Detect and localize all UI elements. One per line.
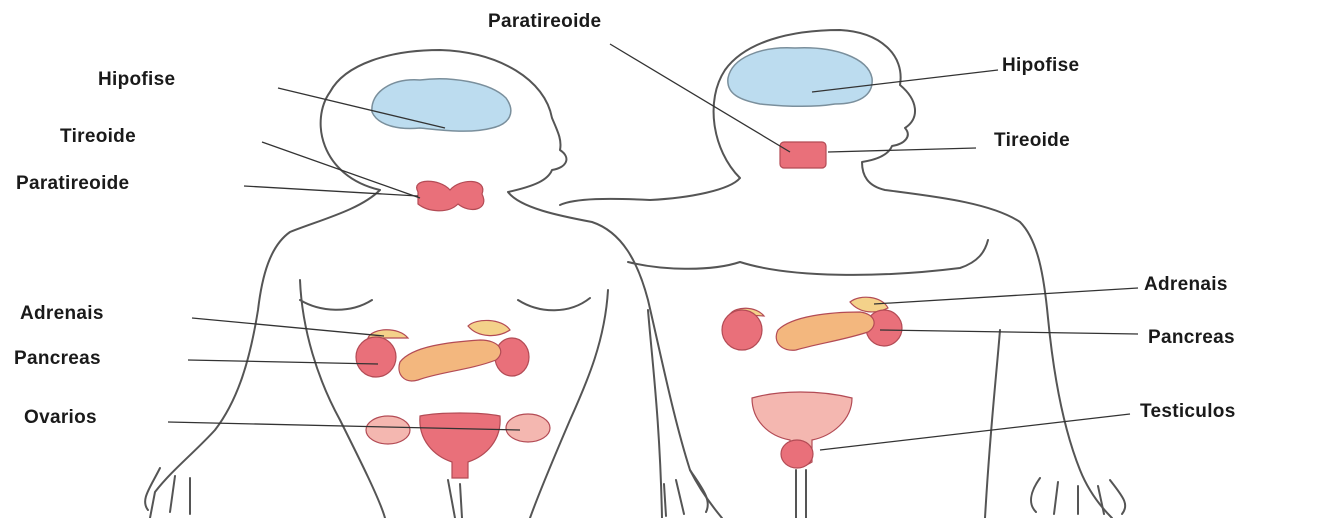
female-adrenal-icon-2 [468,320,510,335]
male-pancreas-icon [776,312,874,350]
female-legs [448,480,462,518]
leader-male-pancreas [880,330,1138,334]
female-uterus-icon [420,413,500,478]
male-brain [728,48,872,107]
female-ovary-icon [366,416,410,444]
leader-male-adrenais [874,288,1138,304]
label-female-pancreas: Pancreas [14,349,101,368]
label-male-hipofise: Hipofise [1002,56,1079,75]
leader-female-adrenais [192,318,384,336]
label-male-pancreas: Pancreas [1148,328,1235,347]
female-left-hand [664,470,708,516]
label-female-adrenais: Adrenais [20,304,104,323]
male-left-hand [1031,478,1078,514]
female-thyroid-icon [417,181,484,211]
label-male-paratireoide: Paratireoide [488,12,601,31]
label-female-ovarios: Ovarios [24,408,97,427]
label-female-hipofise: Hipofise [98,70,175,89]
male-testicle-icon [781,440,813,468]
label-male-adrenais: Adrenais [1144,275,1228,294]
leader-female-pancreas [188,360,378,364]
male-kidney-icon [722,310,762,350]
male-legs [796,470,806,518]
leader-female-tireoide [262,142,420,198]
label-female-paratireoide: Paratireoide [16,174,129,193]
female-brain [372,79,511,131]
leader-male-tireoide [828,148,976,152]
female-ovary-icon-2 [506,414,550,442]
male-thyroid-icon [780,142,826,168]
female-kidney-icon-2 [495,338,529,376]
female-kidney-icon [356,337,396,377]
female-pancreas-icon [399,340,501,381]
leader-male-testiculos [820,414,1130,450]
label-male-tireoide: Tireoide [994,131,1070,150]
male-right-hand [1098,480,1125,514]
label-female-tireoide: Tireoide [60,127,136,146]
label-male-testiculos: Testiculos [1140,402,1236,421]
